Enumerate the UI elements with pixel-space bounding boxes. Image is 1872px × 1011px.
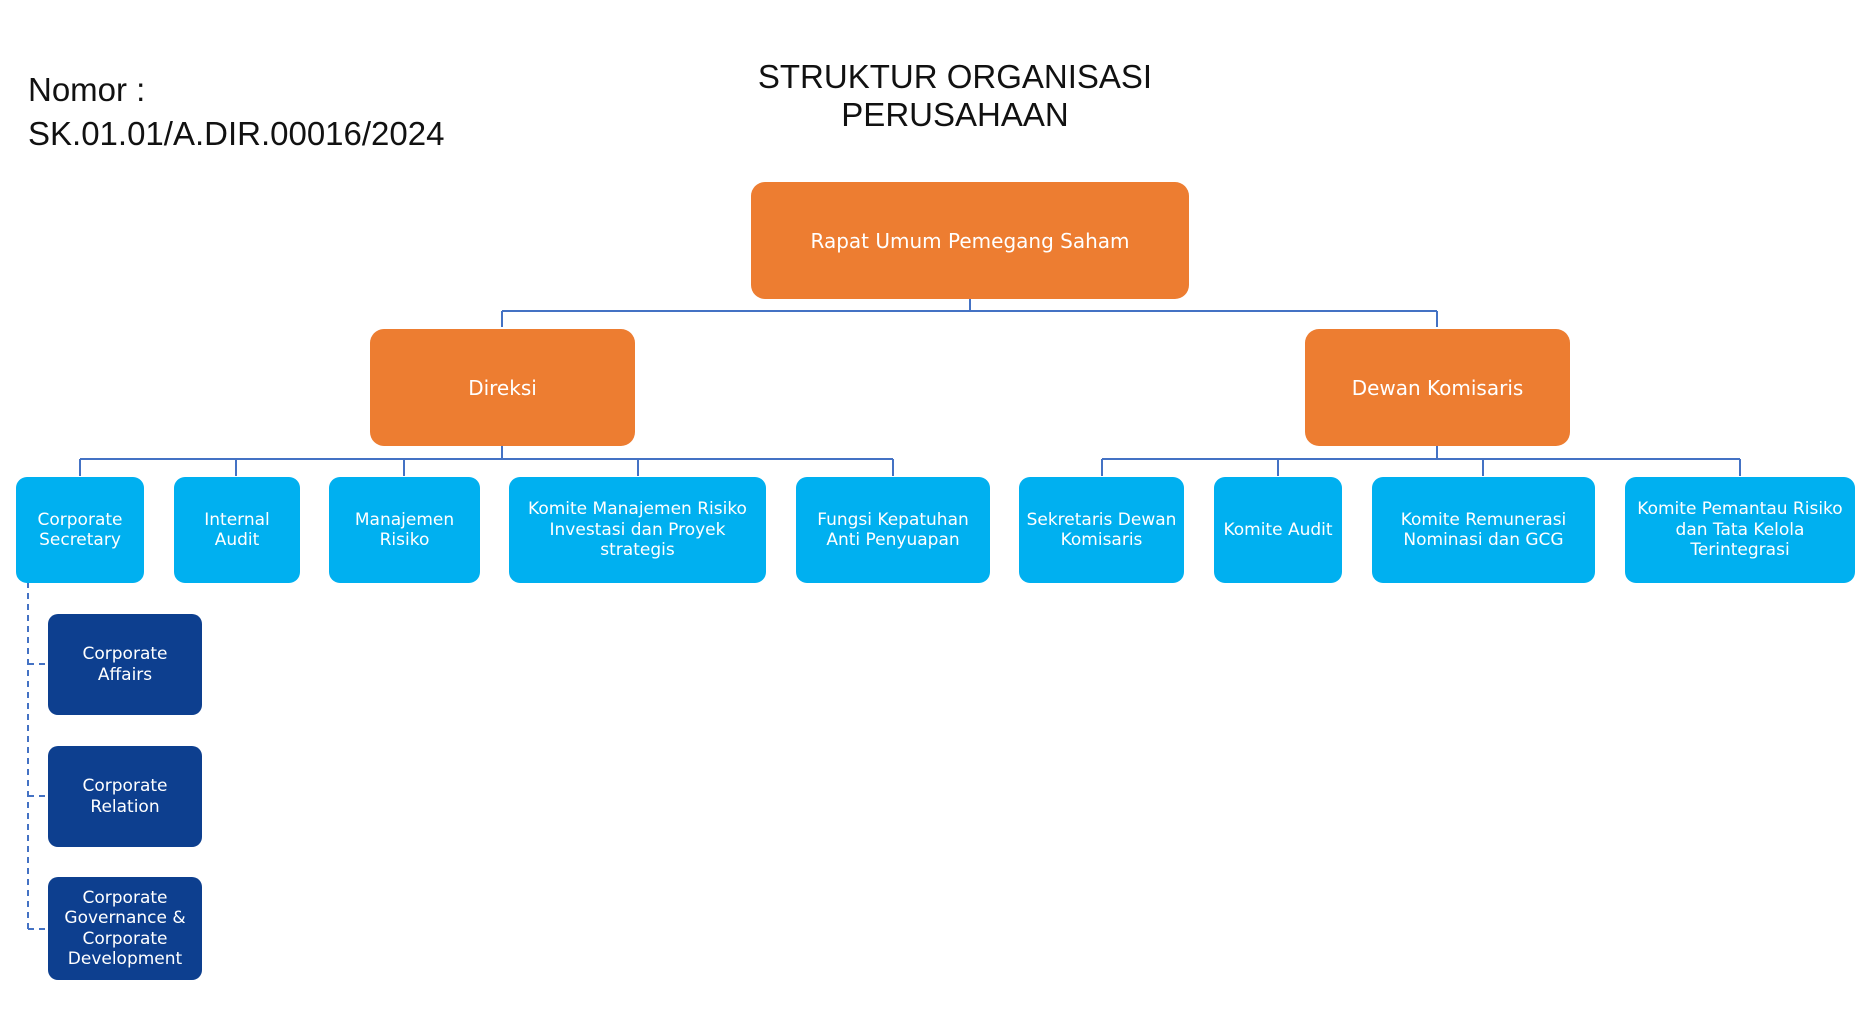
box-label: Komite Pemantau Risiko dan Tata Kelola T…: [1637, 499, 1843, 561]
box-komite-remunerasi: Komite Remunerasi Nominasi dan GCG: [1372, 477, 1595, 583]
box-label: Dewan Komisaris: [1351, 375, 1524, 400]
connector-corporate-secretary-sub: [27, 582, 48, 930]
number-label: Nomor :: [28, 71, 146, 108]
connector-root-to-level2: [501, 299, 1438, 327]
box-label: Manajemen Risiko: [354, 509, 455, 550]
box-rups: Rapat Umum Pemegang Saham: [751, 182, 1189, 299]
box-label: Komite Remunerasi Nominasi dan GCG: [1400, 509, 1567, 550]
box-label: Rapat Umum Pemegang Saham: [810, 228, 1130, 253]
box-corporate-governance: Corporate Governance & Corporate Develop…: [48, 877, 202, 980]
box-label: Direksi: [468, 375, 537, 400]
box-komite-audit: Komite Audit: [1214, 477, 1342, 583]
box-label: Fungsi Kepatuhan Anti Penyuapan: [817, 509, 969, 550]
box-label: Corporate Governance & Corporate Develop…: [64, 887, 186, 969]
box-komite-manajemen-risiko: Komite Manajemen Risiko Investasi dan Pr…: [509, 477, 766, 583]
box-corporate-affairs: Corporate Affairs: [48, 614, 202, 715]
box-dewan-komisaris: Dewan Komisaris: [1305, 329, 1570, 446]
box-komite-pemantau-risiko: Komite Pemantau Risiko dan Tata Kelola T…: [1625, 477, 1855, 583]
box-label: Internal Audit: [204, 509, 270, 550]
box-sekretaris-dewan: Sekretaris Dewan Komisaris: [1019, 477, 1184, 583]
box-internal-audit: Internal Audit: [174, 477, 300, 583]
box-label: Komite Audit: [1223, 519, 1333, 540]
document-number: Nomor : SK.01.01/A.DIR.00016/2024: [28, 68, 444, 156]
box-label: Corporate Affairs: [82, 644, 168, 685]
connector-dewan-to-units: [1101, 446, 1741, 476]
page-title: STRUKTUR ORGANISASI PERUSAHAAN: [757, 58, 1153, 133]
number-value: SK.01.01/A.DIR.00016/2024: [28, 115, 445, 152]
box-corporate-secretary: Corporate Secretary: [16, 477, 144, 583]
box-corporate-relation: Corporate Relation: [48, 746, 202, 847]
box-label: Corporate Secretary: [37, 509, 123, 550]
box-direksi: Direksi: [370, 329, 635, 446]
connector-direksi-to-units: [79, 446, 894, 476]
box-label: Sekretaris Dewan Komisaris: [1026, 509, 1177, 550]
box-label: Komite Manajemen Risiko Investasi dan Pr…: [528, 499, 747, 561]
box-fungsi-kepatuhan: Fungsi Kepatuhan Anti Penyuapan: [796, 477, 990, 583]
box-manajemen-risiko: Manajemen Risiko: [329, 477, 480, 583]
box-label: Corporate Relation: [82, 776, 168, 817]
